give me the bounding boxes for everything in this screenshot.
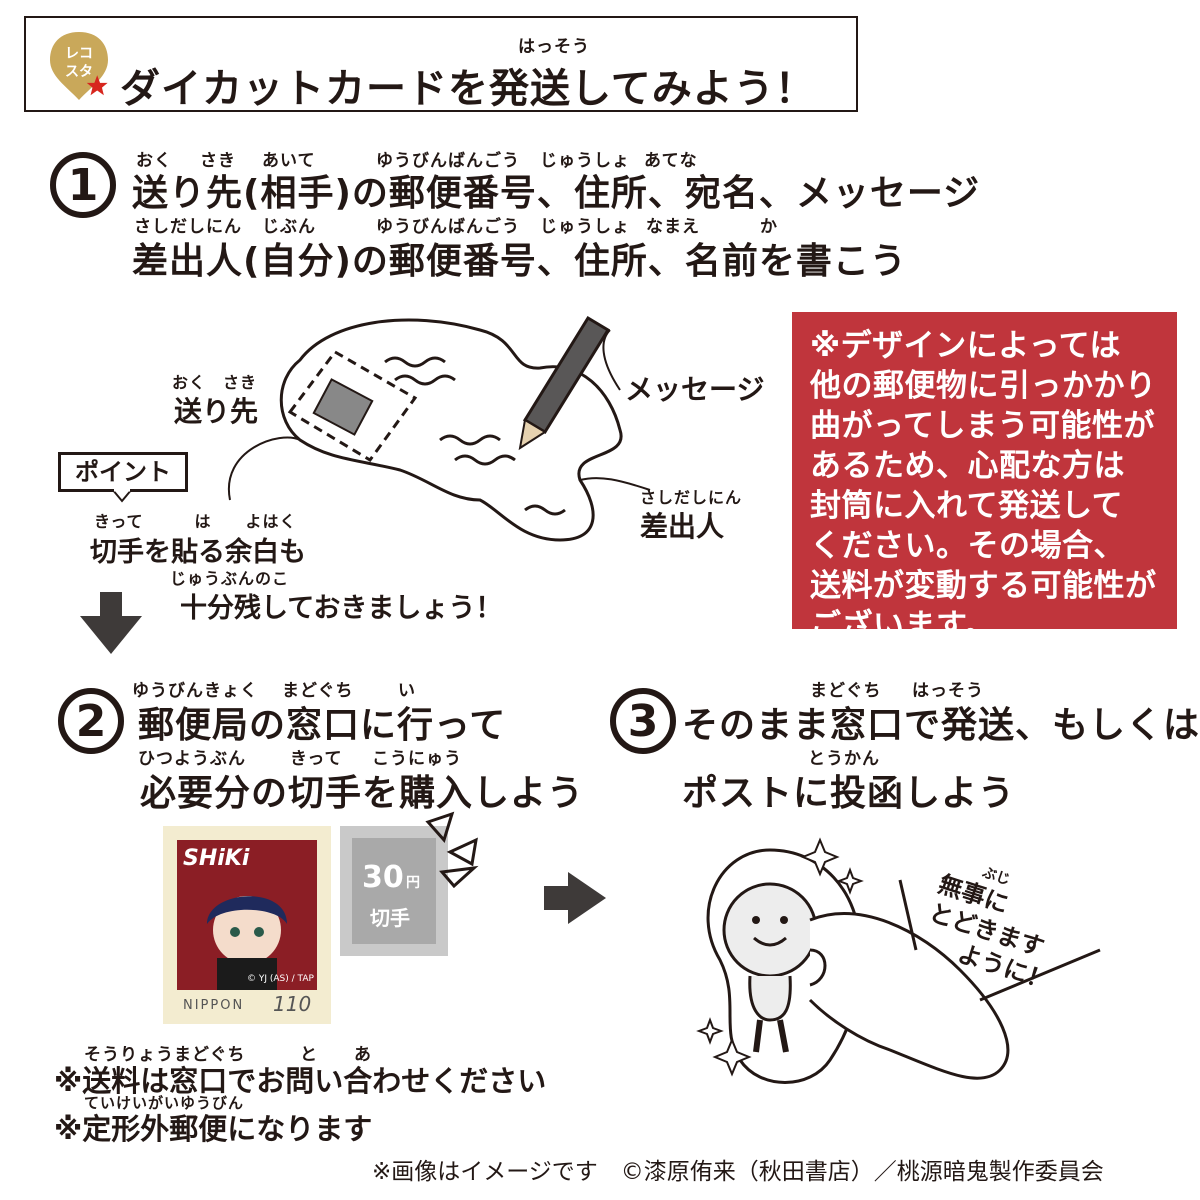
- ruby-namae: なまえ: [646, 217, 700, 237]
- caution-line-3: 曲がってしまう可能性が: [810, 408, 1155, 444]
- stamp-30-unit: 円: [406, 875, 420, 891]
- tip-line1: 切手を貼る余白も: [90, 537, 306, 568]
- stamp-value: 110: [273, 992, 312, 1016]
- ruby-a: あ: [354, 1045, 372, 1065]
- step1-number: 1: [50, 152, 116, 218]
- caution-line-8: ございます。: [810, 608, 996, 644]
- stamp-name: SHiKi: [183, 846, 250, 871]
- ruby-madoguchi-2: まどぐち: [810, 681, 882, 701]
- caution-note: ※デザインによっては 他の郵便物に引っかかり 曲がってしまう可能性が あるため、…: [792, 312, 1177, 644]
- recipient-label: 送り先: [174, 395, 259, 428]
- stamp-artwork: SHiKi © YJ (AS) / TAP: [177, 840, 317, 990]
- tip-line2: 十分残しておきましょう！: [180, 593, 503, 624]
- ruby-kounyuu: こうにゅう: [372, 749, 462, 769]
- ruby-sashidashinin: さしだしにん: [134, 217, 242, 237]
- caution-line-4: あるため、心配な方は: [810, 448, 1125, 484]
- ruby-hitsuyoubun: ひつようぶん: [138, 749, 246, 769]
- caution-line-6: ください。その場合、: [810, 528, 1125, 564]
- page-title: ダイカットカードを発送してみよう！: [120, 66, 816, 112]
- header-banner: レコ スタ はっそう ダイカットカードを発送してみよう！: [24, 16, 858, 112]
- step1-line2: 差出人(自分)の郵便番号、住所、名前を書こう: [132, 241, 907, 282]
- emphasis-marks-icon: [425, 811, 479, 888]
- message-label: メッセージ: [625, 373, 765, 406]
- ruby-atena: あてな: [644, 151, 698, 171]
- stamp-credit: © YJ (AS) / TAP: [247, 974, 314, 984]
- ruby-souryou: そうりょう: [84, 1045, 174, 1065]
- caution-line-2: 他の郵便物に引っかかり: [810, 368, 1157, 404]
- step3-line1: そのまま窓口で発送、もしくは: [682, 705, 1200, 746]
- ruby-yubinkyoku: ゆうびんきょく: [132, 681, 258, 701]
- ruby-yubinbangou-2: ゆうびんばんごう: [376, 217, 520, 237]
- card-diagram-illustration: [227, 315, 651, 542]
- step2-number: 2: [58, 688, 124, 754]
- svg-text:スタ: スタ: [65, 64, 93, 80]
- step2-line2: 必要分の切手を購入しよう: [140, 773, 585, 814]
- step3-line2: ポストに投函しよう: [682, 773, 1016, 814]
- point-pointer-icon: [112, 489, 132, 503]
- ruby-hassou: はっそう: [912, 681, 984, 701]
- note-shipping-fee: ※送料は窓口でお問い合わせください: [54, 1064, 547, 1098]
- down-arrow-icon: [80, 592, 142, 654]
- ruby-jusho: じゅうしょ: [540, 151, 630, 171]
- ruby-i: い: [398, 681, 416, 701]
- ruby-jibun: じぶん: [262, 217, 316, 237]
- ruby-to: と: [300, 1045, 318, 1065]
- caution-line-7: 送料が変動する可能性が: [810, 568, 1157, 604]
- right-arrow-icon: [544, 872, 606, 924]
- step1-line1: 送り先(相手)の郵便番号、住所、宛名、メッセージ: [132, 173, 981, 214]
- recipient-ruby: おく さき: [172, 373, 258, 392]
- generic-30yen-stamp: 30 円 切手: [340, 826, 448, 956]
- ruby-toukan: とうかん: [808, 749, 880, 769]
- ruby-madoguchi-3: まどぐち: [174, 1045, 246, 1065]
- ruby-madoguchi: まどぐち: [282, 681, 354, 701]
- ruby-jusho-2: じゅうしょ: [540, 217, 630, 237]
- ruby-aite: あいて: [262, 151, 316, 171]
- ruby-teikeigai: ていけいがいゆうびん: [84, 1094, 245, 1112]
- header-title-ruby: はっそう: [518, 37, 590, 57]
- ruby-saki: さき: [200, 151, 236, 171]
- stamp-country: NIPPON: [183, 998, 245, 1013]
- sender-label: 差出人: [640, 510, 725, 543]
- card-in-hand-illustration: [696, 837, 1101, 1084]
- caution-line-1: ※デザインによっては: [810, 328, 1122, 364]
- stamp-30-face: 30 円 切手: [352, 838, 436, 944]
- tip-ruby2: じゅうぶんのこ: [170, 569, 290, 588]
- recosta-logo: レコ スタ: [50, 32, 108, 100]
- ruby-ka: か: [760, 217, 778, 237]
- character-stamp: SHiKi © YJ (AS) / TAP NIPPON 110: [163, 826, 331, 1024]
- character-portrait-icon: [177, 840, 317, 990]
- stamp-30-label: 切手: [370, 906, 410, 930]
- caution-line-5: 封筒に入れて発送して: [810, 488, 1124, 524]
- tip-ruby1: きって は よはく: [94, 512, 297, 531]
- sender-ruby: さしだしにん: [640, 488, 743, 507]
- ruby-kitte: きって: [290, 749, 343, 769]
- ruby-oku: おく: [136, 151, 172, 171]
- ruby-yubinbangou: ゆうびんばんごう: [376, 151, 520, 171]
- svg-text:レコ: レコ: [65, 46, 93, 62]
- note-mail-type: ※定形外郵便になります: [54, 1112, 373, 1146]
- step3-number: 3: [610, 688, 676, 754]
- copyright-footer: ※画像はイメージです ©漆原侑来（秋田書店）／桃源暗鬼製作委員会: [372, 1159, 1104, 1185]
- stamp-30-value: 30: [362, 860, 404, 895]
- step2-line1: 郵便局の窓口に行って: [138, 705, 507, 746]
- point-label-box: ポイント: [58, 452, 188, 492]
